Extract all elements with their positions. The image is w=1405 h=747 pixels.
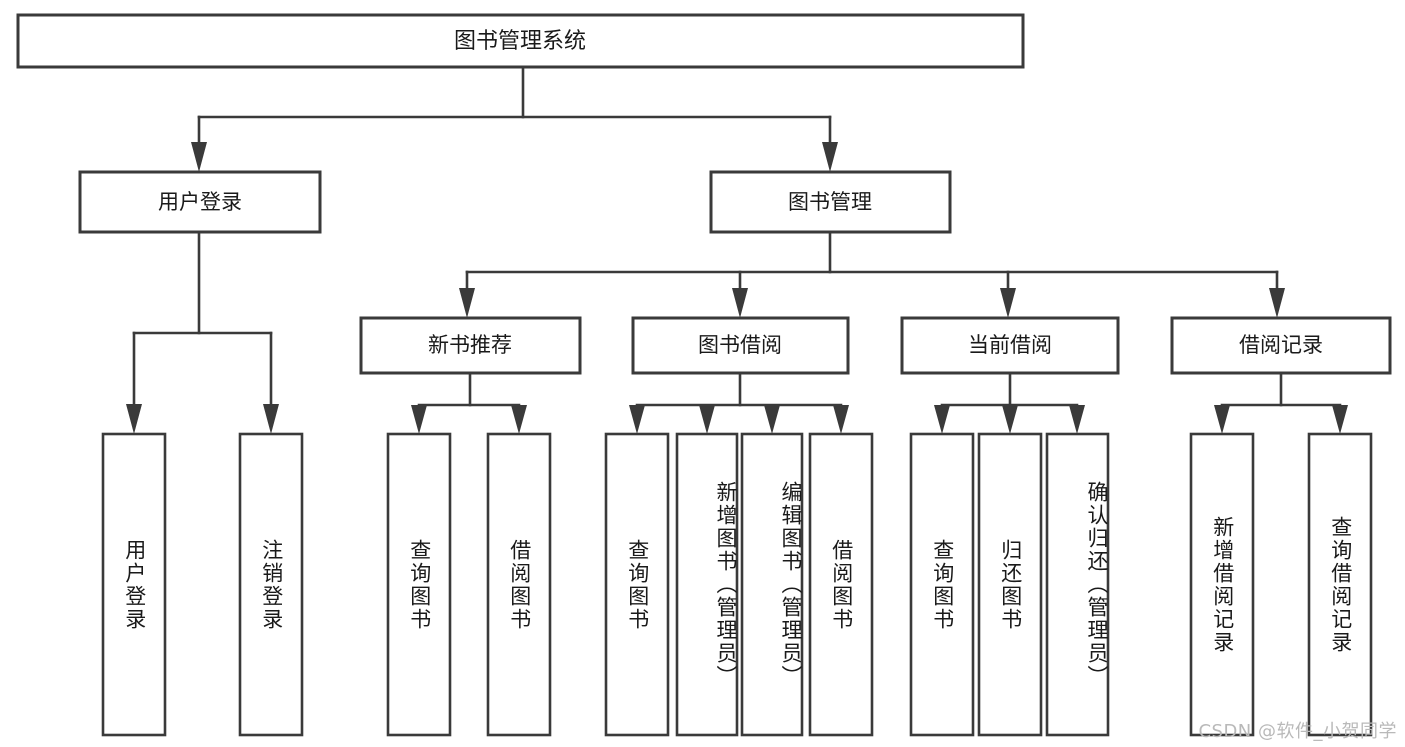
connector-new-book-recommend-to-leaves bbox=[411, 371, 527, 434]
node-book-manage-label: 图书管理 bbox=[788, 190, 872, 214]
node-user-login-label: 用户登录 bbox=[158, 190, 242, 214]
leaf-box-query-book-3[interactable] bbox=[909, 432, 975, 737]
leaf-label-logout: 注销登录 bbox=[259, 538, 284, 631]
arrow-to-leaf-logout bbox=[263, 404, 279, 434]
leaf-label-query-book-1: 查询图书 bbox=[407, 538, 432, 631]
connector-borrow-record-to-leaves bbox=[1214, 371, 1348, 434]
node-root[interactable]: 图书管理系统 bbox=[16, 13, 1025, 69]
node-book-borrow[interactable]: 图书借阅 bbox=[631, 316, 850, 375]
connector-book-manage-to-level2 bbox=[459, 230, 1285, 318]
arrow-to-leaf-add-book bbox=[699, 405, 715, 434]
arrow-to-leaf-borrow-book-2 bbox=[833, 405, 849, 434]
node-new-book-recommend-label: 新书推荐 bbox=[428, 333, 512, 357]
leaf-label-add-book: 新增图书（管理员） bbox=[714, 481, 738, 688]
leaf-box-return-book[interactable] bbox=[977, 432, 1043, 737]
connector-root-to-level1 bbox=[191, 65, 838, 172]
leaf-box-user-login[interactable] bbox=[101, 432, 167, 737]
connector-current-borrow-to-leaves bbox=[934, 371, 1085, 434]
arrow-to-leaf-add-record bbox=[1214, 405, 1230, 434]
leaf-box-logout[interactable] bbox=[238, 432, 304, 737]
leaf-label-borrow-book-2: 借阅图书 bbox=[829, 538, 854, 631]
node-current-borrow[interactable]: 当前借阅 bbox=[900, 316, 1120, 375]
leaf-label-borrow-book-1: 借阅图书 bbox=[507, 538, 532, 631]
arrow-to-new-book-recommend bbox=[459, 288, 475, 318]
leaf-label-confirm-return: 确认归还（管理员） bbox=[1085, 481, 1109, 688]
arrow-to-book-manage bbox=[822, 142, 838, 172]
leaf-label-edit-book: 编辑图书（管理员） bbox=[779, 481, 803, 688]
leaf-box-borrow-book-2[interactable] bbox=[808, 432, 874, 737]
node-book-manage[interactable]: 图书管理 bbox=[709, 170, 952, 234]
node-new-book-recommend[interactable]: 新书推荐 bbox=[359, 316, 582, 375]
connector-user-login-to-leaves bbox=[126, 230, 279, 434]
arrow-to-leaf-user-login bbox=[126, 404, 142, 434]
arrow-to-book-borrow bbox=[732, 288, 748, 318]
leaf-label-return-book: 归还图书 bbox=[998, 538, 1023, 631]
node-current-borrow-box[interactable] bbox=[900, 316, 1120, 375]
leaf-box-confirm-return[interactable] bbox=[1045, 432, 1110, 737]
arrow-to-current-borrow bbox=[1000, 288, 1016, 318]
arrow-to-leaf-edit-book bbox=[764, 405, 780, 434]
leaf-box-query-book-2[interactable] bbox=[604, 432, 670, 737]
connector-book-borrow-to-leaves bbox=[629, 371, 849, 434]
csdn-watermark: CSDN @软件_小贺同学 bbox=[1198, 721, 1397, 742]
arrow-to-leaf-query-book-1 bbox=[411, 405, 427, 434]
leaf-label-query-book-3: 查询图书 bbox=[930, 538, 955, 631]
arrow-to-borrow-record bbox=[1269, 288, 1285, 318]
node-current-borrow-label: 当前借阅 bbox=[968, 333, 1052, 357]
arrow-to-user-login bbox=[191, 142, 207, 172]
leaf-label-user-login: 用户登录 bbox=[122, 538, 147, 631]
node-user-login[interactable]: 用户登录 bbox=[78, 170, 322, 234]
leaf-box-borrow-book-1[interactable] bbox=[486, 432, 552, 737]
leaf-label-add-record: 新增借阅记录 bbox=[1210, 515, 1235, 654]
arrow-to-leaf-query-book-2 bbox=[629, 405, 645, 434]
node-root-label: 图书管理系统 bbox=[454, 29, 586, 54]
arrow-to-leaf-return-book bbox=[1002, 405, 1018, 434]
arrow-to-leaf-borrow-book-1 bbox=[511, 405, 527, 434]
arrow-to-leaf-confirm-return bbox=[1069, 405, 1085, 434]
node-borrow-record[interactable]: 借阅记录 bbox=[1170, 316, 1392, 375]
leaf-box-add-book[interactable] bbox=[675, 432, 739, 737]
node-borrow-record-label: 借阅记录 bbox=[1239, 333, 1323, 357]
leaf-label-query-book-2: 查询图书 bbox=[625, 538, 650, 631]
leaf-box-add-record[interactable] bbox=[1189, 432, 1255, 737]
leaf-label-query-record: 查询借阅记录 bbox=[1328, 515, 1353, 654]
node-root-box[interactable] bbox=[16, 13, 1025, 69]
node-new-book-recommend-box[interactable] bbox=[359, 316, 582, 375]
leaf-box-query-record[interactable] bbox=[1307, 432, 1373, 737]
leaf-box-query-book-1[interactable] bbox=[386, 432, 452, 737]
leaf-box-edit-book[interactable] bbox=[740, 432, 804, 737]
node-book-borrow-label: 图书借阅 bbox=[698, 333, 782, 357]
arrow-to-leaf-query-record bbox=[1332, 405, 1348, 434]
arrow-to-leaf-query-book-3 bbox=[934, 405, 950, 434]
